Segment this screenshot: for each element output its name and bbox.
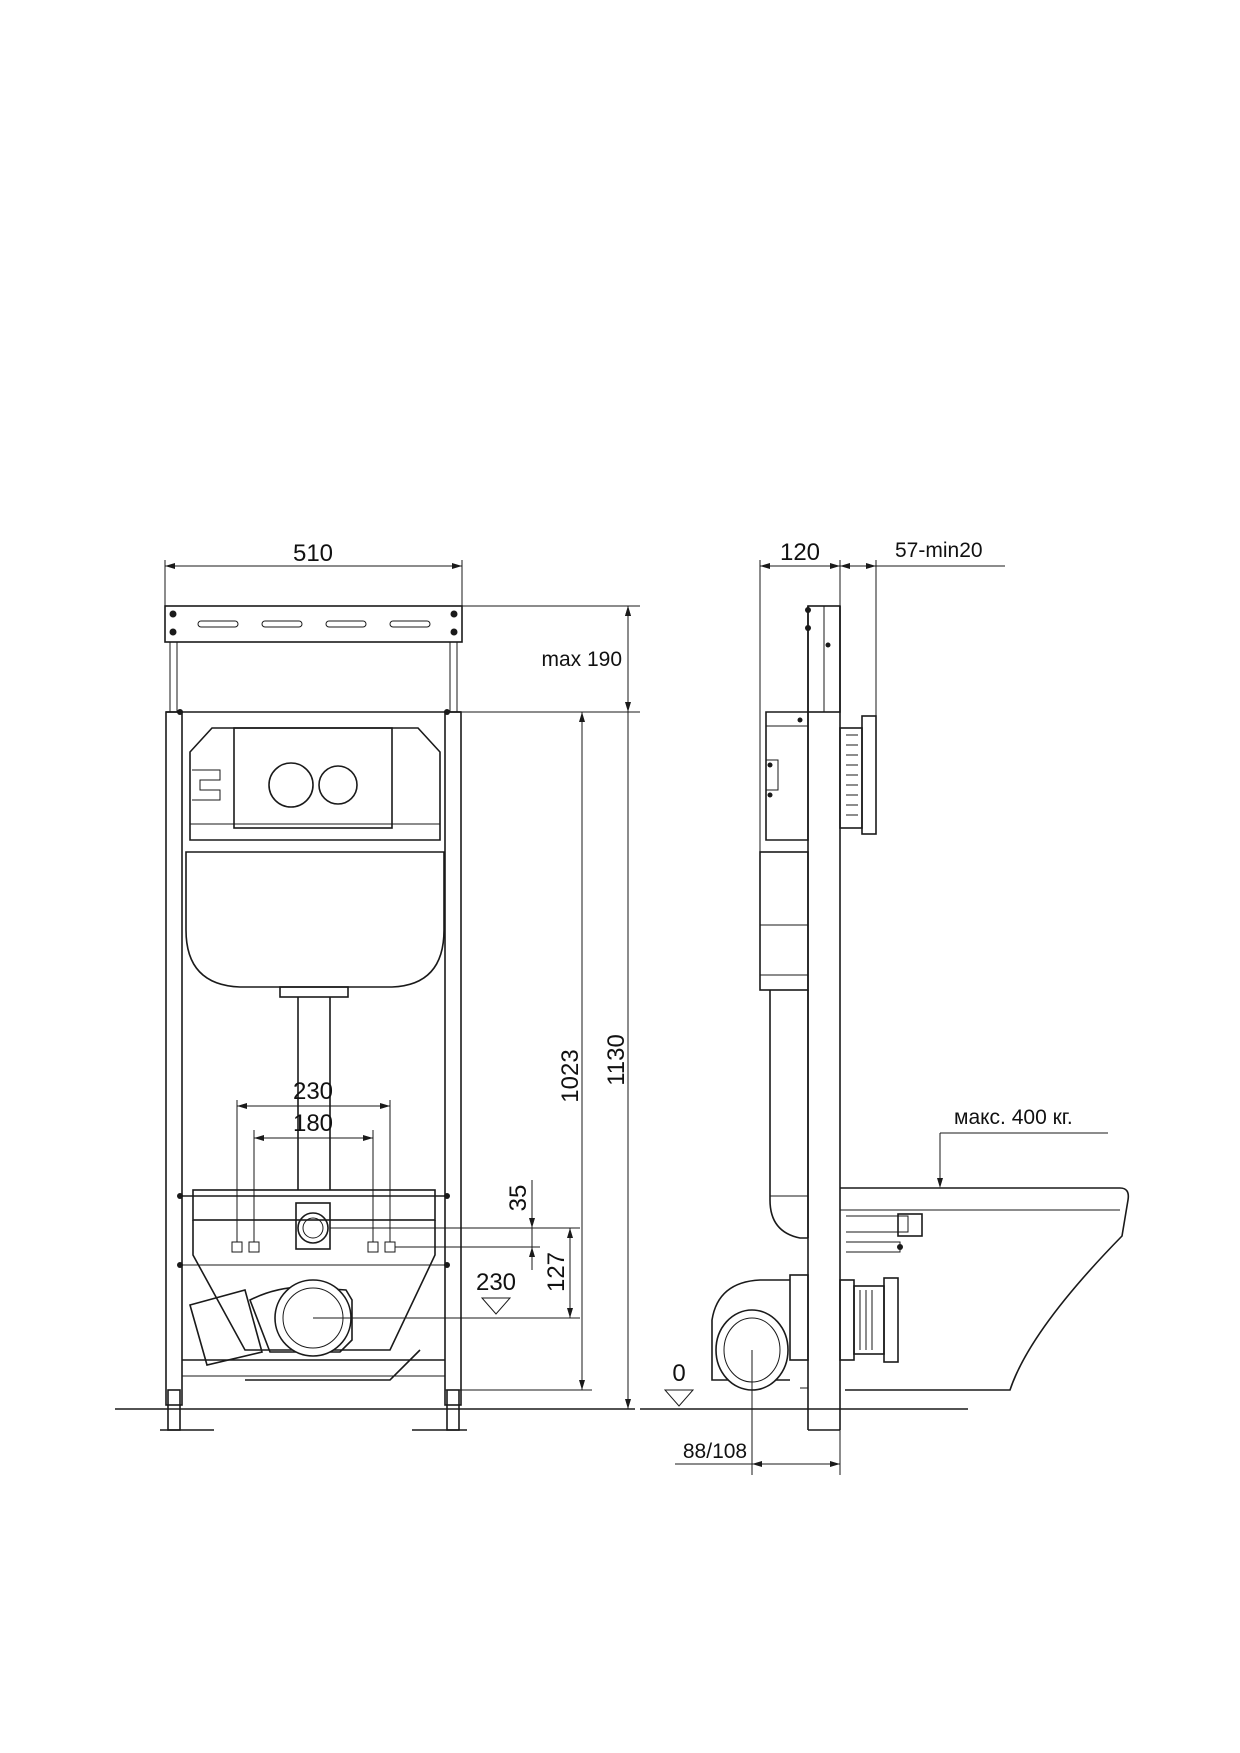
dim-wall-label: 57-min20	[895, 539, 983, 562]
dim-35: 35	[330, 1180, 540, 1270]
side-toilet	[840, 1187, 1130, 1391]
dim-width-label: 510	[293, 540, 333, 567]
dim-127: 127	[313, 1227, 580, 1319]
dim-height-1130: 1130	[603, 606, 631, 1409]
dim-height-1023: 1023	[445, 711, 592, 1391]
flush-button-large	[268, 762, 314, 808]
dim-depth-label: 120	[780, 539, 820, 566]
dim-pipe-label: 88/108	[683, 1440, 747, 1463]
dim-pipe: 88/108	[675, 1350, 841, 1475]
dim-wall: 57-min20	[840, 539, 1005, 575]
frame-dots	[177, 709, 450, 1268]
dim-fixing-180-label: 180	[293, 1110, 333, 1137]
dim-max-adjust-label: max 190	[541, 648, 622, 671]
flush-pipe	[297, 997, 331, 1190]
dim-depth: 120	[759, 539, 841, 852]
dim-width: 510	[164, 540, 463, 606]
water-inlet	[295, 1202, 331, 1250]
side-cistern	[759, 711, 809, 1239]
top-mounting-bar	[164, 605, 463, 643]
dim-height-1023-label: 1023	[557, 1049, 584, 1102]
side-outlet-connector	[839, 1277, 899, 1363]
dim-floor-zero: 0	[663, 1360, 695, 1407]
load-annotation: макс. 400 кг.	[937, 1106, 1108, 1188]
dim-max-adjust: max 190	[462, 605, 640, 713]
dim-fixing-180: 180	[253, 1110, 374, 1242]
side-frame	[805, 605, 841, 1431]
flush-button-small	[318, 765, 358, 805]
upper-profiles	[169, 642, 458, 712]
dim-fixing-230-label: 230	[293, 1078, 333, 1105]
dim-drain-230: 230	[476, 1269, 516, 1315]
dim-35-label: 35	[505, 1185, 532, 1212]
dim-127-label: 127	[543, 1252, 570, 1292]
frame-feet	[160, 1389, 467, 1431]
dim-fixing-230: 230	[236, 1078, 391, 1242]
side-drain-bend	[711, 1274, 809, 1391]
dim-drain-230-label: 230	[476, 1269, 516, 1296]
cistern-top	[189, 727, 441, 841]
frame-uprights	[165, 711, 462, 1406]
side-flush-plate	[839, 715, 877, 835]
cistern-body	[185, 851, 445, 988]
dim-floor-zero-label: 0	[672, 1360, 685, 1387]
front-view: 510 max 190 1023 1130	[115, 540, 640, 1431]
load-label: макс. 400 кг.	[954, 1106, 1073, 1129]
side-view: 120 57-min20 0 88/108 макс. 400 кг.	[640, 539, 1130, 1475]
dim-height-1130-label: 1130	[603, 1034, 630, 1086]
cistern-outlet	[279, 986, 349, 998]
